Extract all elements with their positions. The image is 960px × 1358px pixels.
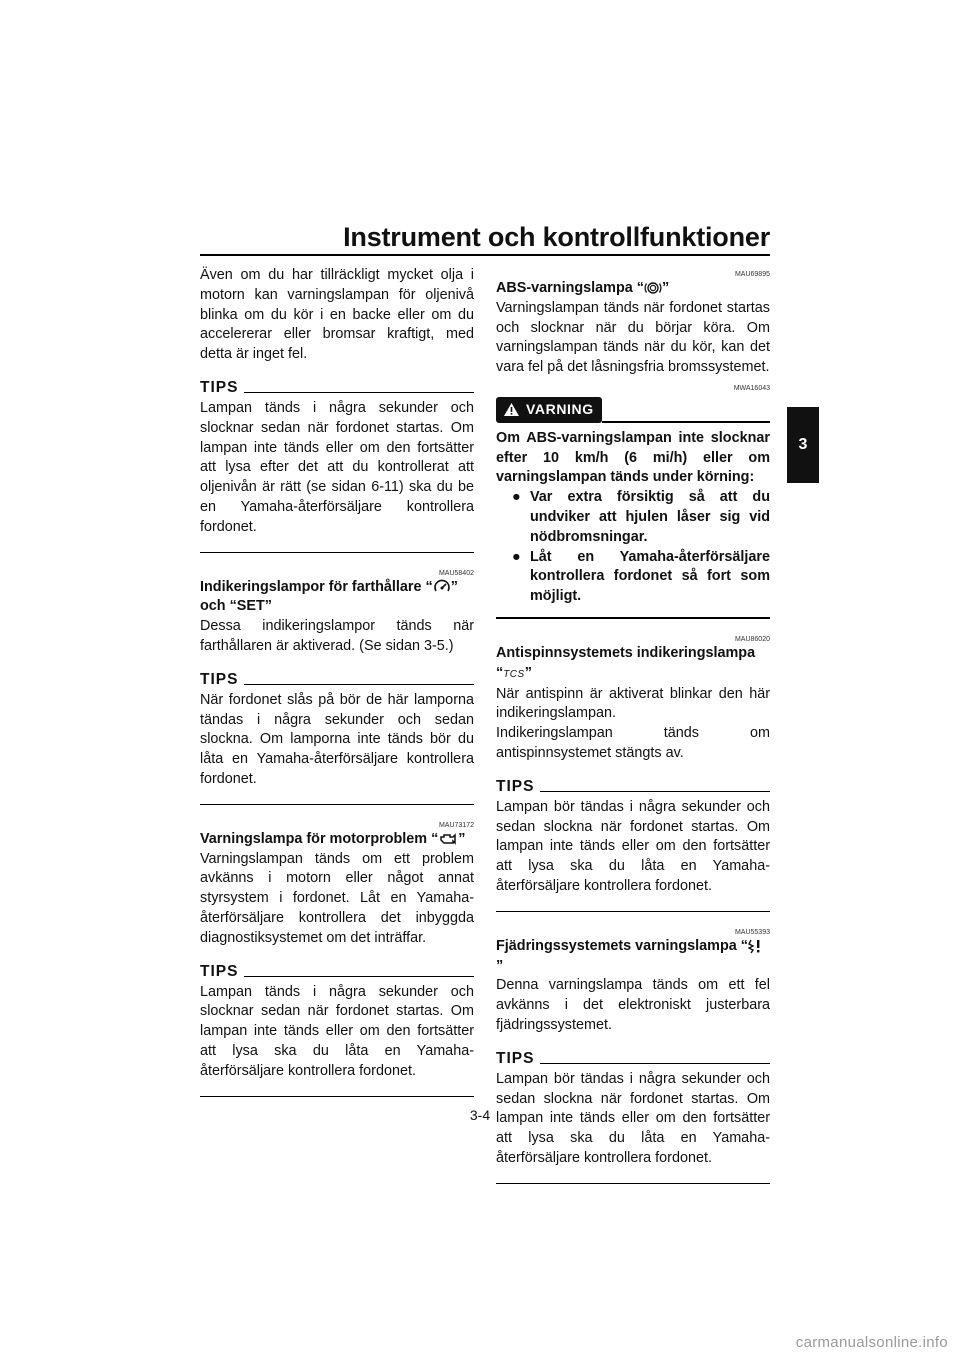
tips-end-rule (496, 910, 770, 912)
chapter-tab: 3 (787, 407, 819, 483)
tips-header: TIPS (496, 1050, 770, 1068)
watermark: carmanualsonline.info (795, 1334, 948, 1351)
tips-label: TIPS (496, 777, 535, 795)
tips-text: Lampan bör tändas i några sekunder och s… (496, 798, 770, 894)
tips-label: TIPS (200, 378, 239, 396)
tips-text: Lampan bör tändas i några sekunder och s… (496, 1070, 770, 1166)
section-code: MAU58402 (438, 569, 474, 577)
suspension-warning-icon (747, 939, 760, 954)
section-code: MAU69895 (734, 271, 770, 278)
traction-control-text-1: När antispinn är aktiverat blinkar den h… (496, 685, 770, 722)
tips-end-rule (200, 803, 474, 805)
suspension-warning-heading: Fjädringssystemets varningslampa “” (496, 937, 770, 977)
tips-header: TIPS (496, 778, 770, 796)
tips-label: TIPS (200, 962, 239, 980)
tips-end-rule (200, 551, 474, 553)
section-code: MAU73172 (438, 821, 474, 829)
abs-warning-heading: ABS-varningslampa “” (496, 280, 670, 296)
tips-end-rule (200, 1095, 474, 1097)
warning-end-rule (496, 616, 770, 619)
tips-header: TIPS (200, 379, 474, 397)
tips-label: TIPS (200, 670, 239, 688)
page-number: 3-4 (469, 1107, 491, 1123)
warning-header: VARNING (496, 396, 770, 423)
traction-control-text-2: Indikeringslampan tänds om antispinnsyst… (496, 725, 770, 761)
section-code: MAU55393 (734, 928, 770, 936)
warning-list: ●Var extra försiktig så att du undviker … (496, 488, 770, 607)
engine-warning-heading: Varningslampa för motorproblem “” (200, 830, 466, 847)
title-divider (200, 254, 770, 256)
cruise-control-text: Dessa indikeringslampor tänds när farthå… (200, 618, 474, 654)
tips-text: När fordonet slås på bör de här lamporna… (200, 691, 474, 787)
warning-triangle-icon (504, 403, 519, 417)
warning-text: Om ABS-varningslampan inte slocknar efte… (496, 429, 770, 486)
page-title: Instrument och kontrollfunktioner (343, 222, 770, 252)
warning-code: MWA16043 (733, 384, 770, 392)
oil-intro-paragraph: Även om du har tillräckligt mycket olja … (200, 267, 474, 363)
abs-icon (644, 282, 662, 294)
cruise-control-icon (433, 579, 450, 592)
abs-warning-text: Varningslampan tänds när fordonet starta… (496, 299, 770, 376)
engine-warning-text: Varningslampan tänds om ett problem avkä… (200, 850, 474, 946)
cruise-control-heading: Indikeringslampor för farthållare “” och… (200, 578, 458, 615)
tcs-icon: TCS (503, 668, 525, 680)
tips-end-rule (496, 1182, 770, 1184)
section-code: MAU86020 (734, 635, 770, 643)
tips-text: Lampan tänds i några sekunder och slockn… (200, 983, 474, 1079)
tips-header: TIPS (200, 671, 474, 689)
right-column: MAU69895 ABS-varningslampa “” Varningsla… (496, 266, 770, 1184)
traction-control-heading: Antispinnsystemets indikeringslampa “TCS… (496, 644, 756, 681)
suspension-warning-text: Denna varningslampa tänds om ett fel avk… (496, 977, 770, 1033)
warning-badge: VARNING (496, 396, 602, 423)
tips-header: TIPS (200, 963, 474, 981)
list-item: ●Låt en Yamaha-återförsäljare kontroller… (512, 548, 770, 605)
tips-label: TIPS (496, 1049, 535, 1067)
list-item: ●Var extra försiktig så att du undviker … (512, 489, 770, 545)
left-column: Även om du har tillräckligt mycket olja … (200, 266, 474, 1097)
engine-icon (440, 833, 457, 845)
tips-text: Lampan tänds i några sekunder och slockn… (200, 399, 474, 535)
